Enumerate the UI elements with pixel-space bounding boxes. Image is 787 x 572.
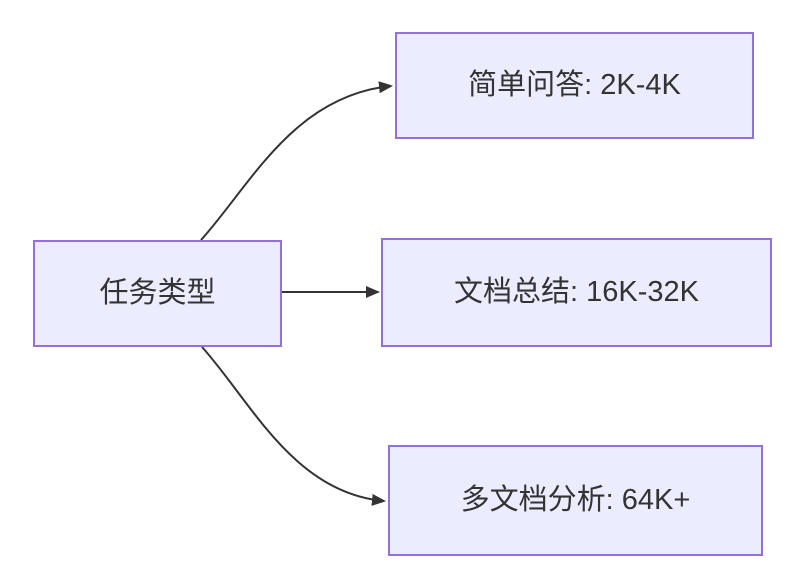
node-multi-doc-analysis-label: 多文档分析: 64K+ (460, 484, 691, 517)
node-multi-doc-analysis: 多文档分析: 64K+ (388, 445, 763, 556)
node-doc-summary: 文档总结: 16K-32K (381, 238, 772, 347)
node-simple-qa-label: 简单问答: 2K-4K (468, 69, 681, 102)
node-task-type-label: 任务类型 (99, 277, 216, 310)
node-simple-qa: 简单问答: 2K-4K (395, 32, 754, 139)
node-task-type: 任务类型 (33, 240, 282, 347)
node-doc-summary-label: 文档总结: 16K-32K (454, 276, 699, 309)
edge-root-to-branch-2 (201, 346, 386, 506)
edge-root-to-branch-0 (200, 81, 393, 241)
